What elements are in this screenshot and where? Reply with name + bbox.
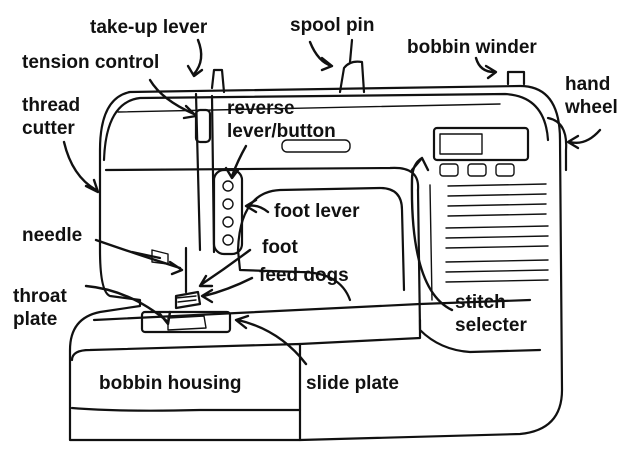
arrow-throat-plate <box>84 284 172 326</box>
label-thread-cutter-1: thread <box>22 95 81 116</box>
label-slide-plate: slide plate <box>306 373 399 394</box>
side-panel-line <box>429 184 433 301</box>
panel-button-3 <box>495 163 515 177</box>
panel-button-1 <box>439 163 459 177</box>
label-throat-plate-1: throat <box>13 286 67 307</box>
feed-dog-lines <box>175 295 197 303</box>
machine-head <box>102 92 550 162</box>
arrow-tension-control <box>148 78 198 120</box>
arrow-thread-cutter <box>62 140 100 194</box>
button-4 <box>222 234 234 246</box>
arrow-stitch-selecter <box>410 156 454 312</box>
spool-pin-base <box>338 60 366 94</box>
slide-plate-outline <box>167 315 207 331</box>
label-bobbin-housing: bobbin housing <box>99 373 242 394</box>
bed-front <box>70 342 302 412</box>
label-hand-wheel-1: hand <box>565 74 611 95</box>
head-band <box>104 166 420 192</box>
label-bobbin-winder: bobbin winder <box>407 37 537 58</box>
lcd-display <box>432 126 530 162</box>
label-spool-pin: spool pin <box>290 15 375 36</box>
spool-pin <box>348 38 354 64</box>
arrow-foot <box>198 248 252 288</box>
arrow-needle <box>94 238 184 276</box>
arrow-feed-dogs <box>200 276 254 304</box>
arrow-hand-wheel <box>566 128 602 150</box>
arrow-spool-pin <box>308 40 334 72</box>
label-foot-lever: foot lever <box>274 201 360 222</box>
hand-wheel <box>546 116 568 172</box>
lcd-screen <box>439 133 483 155</box>
bobbin-winder-base <box>506 70 526 86</box>
label-throat-plate-2: plate <box>13 309 58 330</box>
button-3 <box>222 216 234 228</box>
arm-inner <box>236 248 352 302</box>
label-feed-dogs: feed dogs <box>259 265 349 286</box>
label-hand-wheel-2: wheel <box>565 97 618 118</box>
label-tension-control: tension control <box>22 52 160 73</box>
arrow-slide-plate <box>234 314 308 366</box>
label-reverse-1: reverse <box>227 98 295 119</box>
right-pillar <box>416 188 542 354</box>
arrow-foot-lever <box>244 198 270 214</box>
label-foot: foot <box>262 237 298 258</box>
button-2 <box>222 198 234 210</box>
arrow-reverse <box>224 144 248 180</box>
take-up-post <box>210 68 226 94</box>
throat-plate <box>140 310 232 334</box>
label-stitch-selecter-1: stitch <box>455 292 506 313</box>
top-panel <box>117 103 501 113</box>
handle-grip <box>281 139 351 153</box>
label-needle: needle <box>22 225 83 246</box>
button-1 <box>222 180 234 192</box>
panel-button-2 <box>467 163 487 177</box>
arrow-take-up-lever <box>186 38 204 78</box>
stitch-chart <box>445 183 549 283</box>
label-reverse-2: lever/button <box>227 121 336 142</box>
presser-foot <box>174 290 202 310</box>
label-stitch-selecter-2: selecter <box>455 315 527 336</box>
free-arm-front <box>70 406 302 442</box>
machine-body-outline <box>68 84 564 442</box>
label-thread-cutter-2: cutter <box>22 118 75 139</box>
label-take-up-lever: take-up lever <box>90 17 208 38</box>
arrow-bobbin-winder <box>474 56 498 80</box>
free-arm-edge <box>298 318 422 346</box>
